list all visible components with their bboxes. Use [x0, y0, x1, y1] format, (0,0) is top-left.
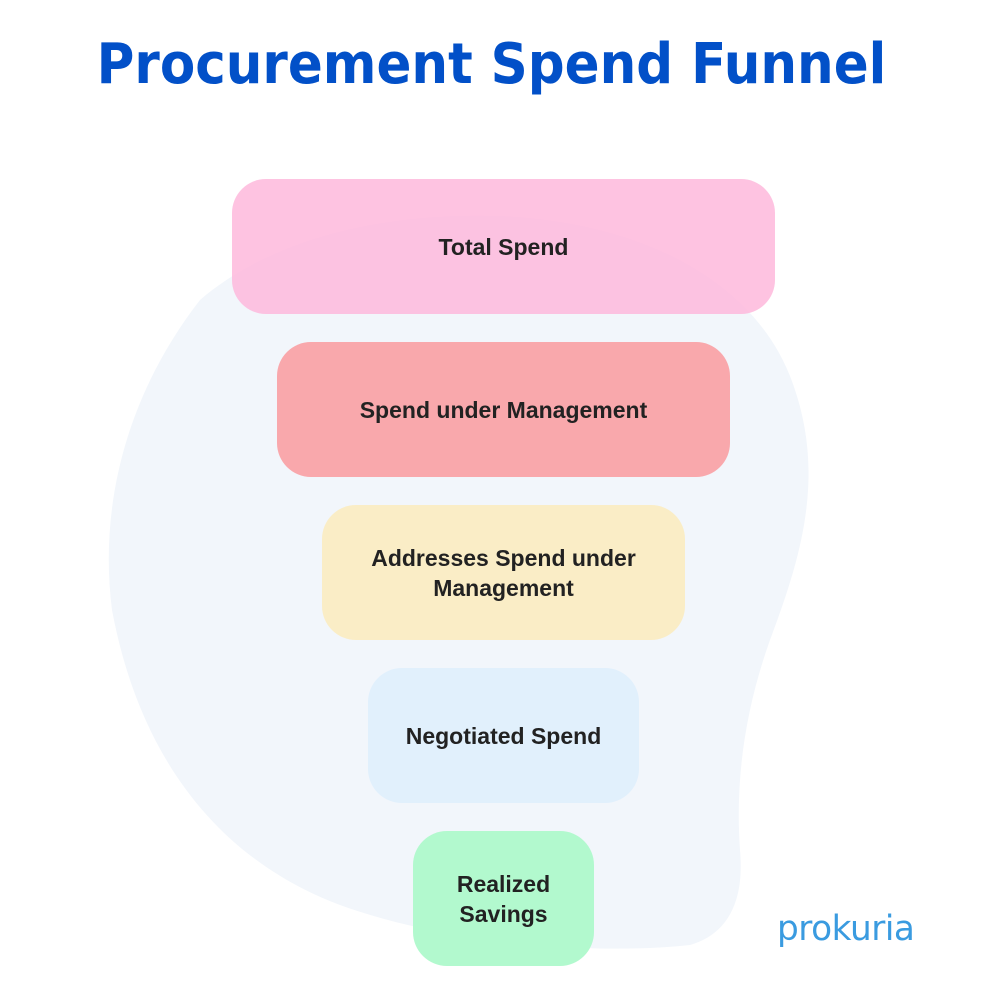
funnel-stage-realized-savings: Realized Savings	[413, 831, 594, 966]
funnel-stage-addressed-spend: Addresses Spend under Management	[322, 505, 685, 640]
stage-label: Spend under Management	[359, 396, 648, 423]
stage-label: Negotiated Spend	[405, 722, 602, 749]
page-title: Procurement Spend Funnel	[96, 32, 887, 97]
stage-label: Total Spend	[438, 233, 569, 260]
funnel-stage-negotiated-spend: Negotiated Spend	[368, 668, 639, 803]
prokuria-logo: prokuria	[777, 909, 915, 949]
stage-label: Addresses Spend under Management	[371, 544, 636, 601]
funnel-stage-total-spend: Total Spend	[232, 179, 775, 314]
stage-label: Realized Savings	[456, 870, 551, 927]
funnel-stage-spend-under-management: Spend under Management	[277, 342, 730, 477]
